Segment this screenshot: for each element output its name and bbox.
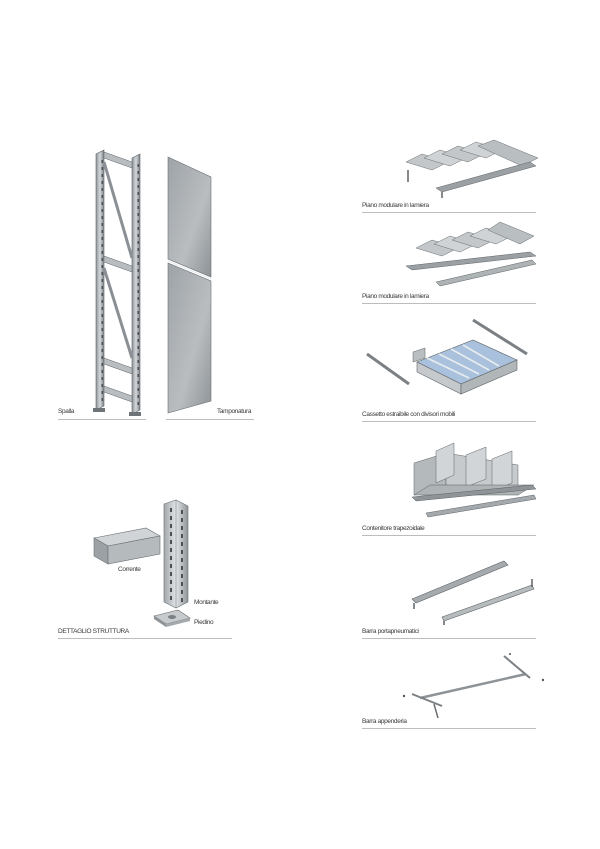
contenitore-trapezoidale-illustration	[411, 442, 537, 518]
divider-right-6	[362, 728, 536, 729]
caption-montante: Montante	[194, 599, 219, 606]
divider-right-2	[362, 303, 536, 304]
caption-barra-portapneumatici: Barra portapneumatici	[362, 628, 419, 635]
caption-cassetto-estraibile: Cassetto estraibile con divisori mobili	[362, 411, 455, 418]
cassetto-estraibile-illustration	[366, 318, 528, 395]
divider-right-1	[362, 212, 536, 213]
barra-appenderia-illustration	[402, 653, 545, 719]
dettaglio-struttura-illustration	[93, 499, 191, 627]
barra-portapneumatici-illustration	[411, 560, 535, 625]
divider-right-3	[362, 421, 536, 422]
caption-corrente: Corrente	[118, 566, 141, 573]
divider-right-5	[362, 638, 536, 639]
divider-spalla	[58, 419, 146, 420]
caption-contenitore-trapezoidale: Contenitore trapezoidale	[362, 525, 425, 532]
piano-modulare-illustration-2	[405, 221, 537, 287]
caption-barra-appenderia: Barra appenderia	[362, 718, 407, 725]
divider-right-4	[362, 535, 536, 536]
spalla-illustration	[93, 149, 141, 416]
caption-spalla: Spalla	[58, 408, 74, 415]
caption-piedino: Piedino	[194, 619, 214, 626]
caption-dettaglio-struttura: DETTAGLIO STRUTTURA	[58, 628, 129, 635]
caption-piano-modulare-2: Piano modulare in lamiera	[362, 293, 429, 300]
divider-tamponatura	[166, 419, 254, 420]
caption-tamponatura: Tamponatura	[217, 408, 252, 415]
caption-piano-modulare-1: Piano modulare in lamiera	[362, 202, 429, 209]
tamponatura-illustration	[167, 156, 212, 414]
divider-dettaglio	[58, 638, 232, 639]
piano-modulare-illustration-1	[405, 139, 539, 198]
